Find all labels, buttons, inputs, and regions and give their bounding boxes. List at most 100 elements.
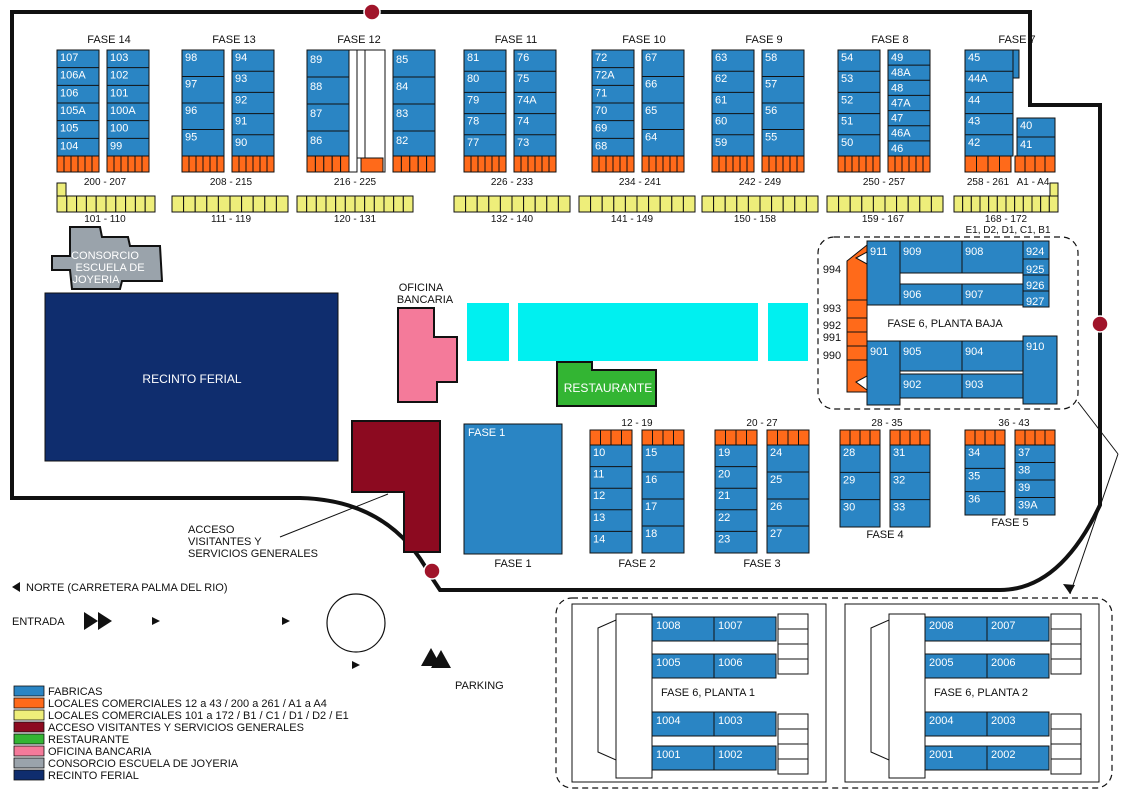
oficina-bancaria[interactable] xyxy=(397,307,458,403)
orange-commercial-unit[interactable] xyxy=(181,155,190,173)
orange-commercial-unit[interactable] xyxy=(851,155,860,173)
yellow-commercial-unit[interactable] xyxy=(979,195,990,213)
baja-unit[interactable] xyxy=(961,373,1024,399)
orange-commercial-unit[interactable] xyxy=(520,155,529,173)
baja-unit[interactable] xyxy=(866,240,901,306)
orange-commercial-unit[interactable] xyxy=(306,155,316,173)
yellow-commercial-unit[interactable] xyxy=(229,195,243,213)
baja-unit[interactable] xyxy=(1022,335,1058,405)
yellow-commercial-unit[interactable] xyxy=(996,195,1007,213)
yellow-commercial-unit[interactable] xyxy=(85,195,97,213)
yellow-commercial-unit[interactable] xyxy=(171,195,185,213)
orange-commercial-unit[interactable] xyxy=(77,155,86,173)
lower-right-2-column[interactable] xyxy=(889,444,931,528)
orange-commercial-unit[interactable] xyxy=(266,155,275,173)
orange-commercial-unit[interactable] xyxy=(541,155,550,173)
orange-commercial-unit[interactable] xyxy=(534,155,543,173)
yellow-commercial-unit[interactable] xyxy=(636,195,650,213)
orange-commercial-unit[interactable] xyxy=(463,155,472,173)
orange-commercial-unit[interactable] xyxy=(70,155,79,173)
orange-commercial-unit[interactable] xyxy=(787,429,799,446)
yellow-commercial-unit[interactable] xyxy=(144,195,156,213)
yellow-commercial-unit[interactable] xyxy=(648,195,661,213)
orange-commercial-unit[interactable] xyxy=(775,155,784,173)
orange-commercial-unit[interactable] xyxy=(127,155,136,173)
yellow-commercial-unit[interactable] xyxy=(590,195,603,213)
orange-commercial-unit[interactable] xyxy=(231,155,240,173)
orange-commercial-unit[interactable] xyxy=(91,155,100,173)
orange-commercial-unit[interactable] xyxy=(1034,155,1046,173)
yellow-commercial-unit[interactable] xyxy=(872,195,886,213)
yellow-commercial-unit[interactable] xyxy=(275,195,289,213)
yellow-commercial-unit[interactable] xyxy=(76,195,87,213)
orange-commercial-unit[interactable] xyxy=(626,155,635,173)
orange-commercial-unit[interactable] xyxy=(648,155,657,173)
orange-commercial-unit[interactable] xyxy=(858,155,867,173)
orange-commercial-unit[interactable] xyxy=(964,155,977,173)
yellow-commercial-unit[interactable] xyxy=(56,182,67,197)
orange-commercial-unit[interactable] xyxy=(869,429,881,446)
floor-unit[interactable] xyxy=(713,711,777,737)
orange-commercial-unit[interactable] xyxy=(498,155,507,173)
yellow-commercial-unit[interactable] xyxy=(1014,195,1024,213)
orange-commercial-unit[interactable] xyxy=(919,429,931,446)
orange-commercial-unit[interactable] xyxy=(612,155,621,173)
orange-commercial-unit[interactable] xyxy=(768,155,777,173)
orange-commercial-unit[interactable] xyxy=(844,155,853,173)
acceso-visitantes[interactable] xyxy=(351,420,441,553)
yellow-commercial-unit[interactable] xyxy=(861,195,874,213)
fase-7-extension[interactable] xyxy=(1012,49,1020,79)
yellow-commercial-unit[interactable] xyxy=(115,195,127,213)
top-right-1-column[interactable] xyxy=(231,49,275,157)
yellow-commercial-unit[interactable] xyxy=(736,195,749,213)
orange-commercial-unit[interactable] xyxy=(725,429,737,446)
orange-commercial-unit[interactable] xyxy=(899,429,911,446)
floor-unit[interactable] xyxy=(713,745,777,771)
orange-commercial-unit[interactable] xyxy=(314,155,325,173)
orange-commercial-unit[interactable] xyxy=(1014,429,1026,446)
yellow-commercial-unit[interactable] xyxy=(578,195,592,213)
floor-unit[interactable] xyxy=(713,653,777,679)
orange-commercial-unit[interactable] xyxy=(252,155,261,173)
orange-commercial-unit[interactable] xyxy=(120,155,129,173)
orange-commercial-unit[interactable] xyxy=(837,155,846,173)
orange-commercial-unit[interactable] xyxy=(600,429,612,446)
yellow-commercial-unit[interactable] xyxy=(264,195,277,213)
yellow-commercial-unit[interactable] xyxy=(252,195,266,213)
orange-commercial-unit[interactable] xyxy=(323,155,333,173)
orange-commercial-unit[interactable] xyxy=(652,429,664,446)
orange-commercial-unit[interactable] xyxy=(1024,155,1036,173)
orange-commercial-unit[interactable] xyxy=(761,155,770,173)
orange-commercial-unit[interactable] xyxy=(1024,429,1036,446)
yellow-commercial-unit[interactable] xyxy=(217,195,231,213)
yellow-commercial-unit[interactable] xyxy=(884,195,898,213)
yellow-commercial-unit[interactable] xyxy=(241,195,254,213)
orange-commercial-unit[interactable] xyxy=(491,155,500,173)
orange-commercial-unit[interactable] xyxy=(360,157,384,173)
yellow-commercial-unit[interactable] xyxy=(919,195,932,213)
yellow-commercial-unit[interactable] xyxy=(962,195,972,213)
yellow-commercial-unit[interactable] xyxy=(125,195,136,213)
yellow-commercial-unit[interactable] xyxy=(488,195,501,213)
orange-commercial-unit[interactable] xyxy=(527,155,536,173)
lower-left-2-column[interactable] xyxy=(839,444,881,528)
orange-commercial-unit[interactable] xyxy=(711,155,720,173)
floor-unit[interactable] xyxy=(986,711,1050,737)
orange-commercial-unit[interactable] xyxy=(548,155,557,173)
orange-commercial-unit[interactable] xyxy=(113,155,122,173)
yellow-commercial-unit[interactable] xyxy=(335,195,346,213)
yellow-commercial-unit[interactable] xyxy=(1022,195,1033,213)
yellow-commercial-unit[interactable] xyxy=(546,195,559,213)
orange-commercial-unit[interactable] xyxy=(725,155,734,173)
yellow-commercial-unit[interactable] xyxy=(183,195,196,213)
yellow-commercial-unit[interactable] xyxy=(838,195,851,213)
floor-unit[interactable] xyxy=(986,616,1050,642)
orange-commercial-unit[interactable] xyxy=(63,155,72,173)
floor-unit[interactable] xyxy=(986,745,1050,771)
orange-commercial-unit[interactable] xyxy=(209,155,218,173)
yellow-commercial-unit[interactable] xyxy=(671,195,684,213)
floor-unit[interactable] xyxy=(651,653,715,679)
orange-commercial-unit[interactable] xyxy=(915,155,924,173)
floor-unit[interactable] xyxy=(924,711,988,737)
orange-commercial-unit[interactable] xyxy=(484,155,493,173)
